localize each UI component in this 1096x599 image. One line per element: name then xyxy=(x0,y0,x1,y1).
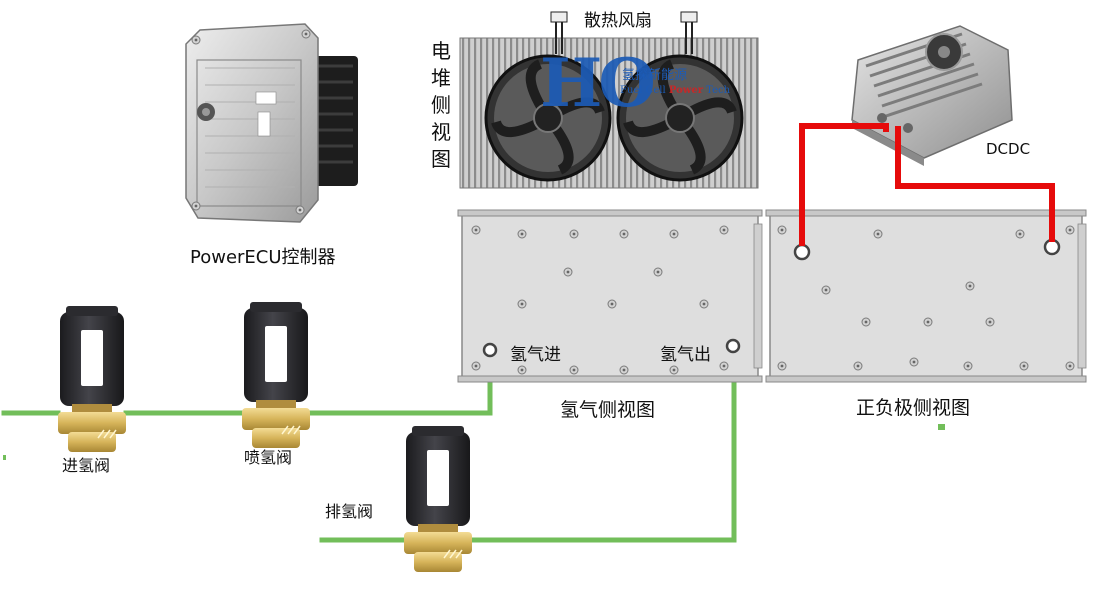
hydrogen-side-view-label: 氢气侧视图 xyxy=(560,399,656,421)
negative-cable xyxy=(895,126,1055,242)
cooling-fan-label: 散热风扇 xyxy=(584,11,652,31)
positive-cable xyxy=(799,123,889,246)
brand-logo-en: Fuel Cell Power Tech xyxy=(620,85,731,96)
ecu-label: PowerECU控制器 xyxy=(190,247,336,268)
cooling-fan-assembly xyxy=(459,11,759,189)
hydrogen-inlet-port xyxy=(482,342,498,358)
positive-terminal xyxy=(793,243,811,261)
dcdc-label: DCDC xyxy=(986,140,1031,158)
hydrogen-injector-valve xyxy=(241,301,311,449)
pipe-stub-mark xyxy=(3,455,6,460)
purge-valve-label: 排氢阀 xyxy=(325,502,374,521)
hydrogen-outlet-port-label: 氢气出 xyxy=(660,345,711,365)
inlet-valve-label: 进氢阀 xyxy=(62,456,111,475)
brand-logo-mark: HO xyxy=(540,44,656,122)
stack-positive-negative-side-view xyxy=(765,209,1087,383)
power-ecu-controller xyxy=(185,23,358,223)
fan-right xyxy=(616,54,744,182)
hydrogen-pipe-network xyxy=(1,349,737,543)
hydrogen-exhaust-pipe xyxy=(319,349,737,543)
small-green-mark xyxy=(938,424,945,430)
injector-valve-label: 喷氢阀 xyxy=(244,448,293,467)
stack-side-view-label: 电堆侧视图 xyxy=(431,39,451,171)
brand-logo-cn: 氢探新能源 xyxy=(622,68,688,83)
positive-negative-side-view-label: 正负极侧视图 xyxy=(856,397,971,419)
dcdc-converter xyxy=(851,25,1013,166)
power-cables xyxy=(799,123,1055,246)
fan-left xyxy=(484,54,612,182)
hydrogen-inlet-port-label: 氢气进 xyxy=(510,345,561,365)
hydrogen-outlet-port xyxy=(725,338,741,354)
hydrogen-inlet-valve xyxy=(57,305,127,453)
stack-hydrogen-side-view xyxy=(457,209,763,383)
negative-terminal xyxy=(1043,238,1061,256)
hydrogen-purge-valve xyxy=(403,425,473,573)
